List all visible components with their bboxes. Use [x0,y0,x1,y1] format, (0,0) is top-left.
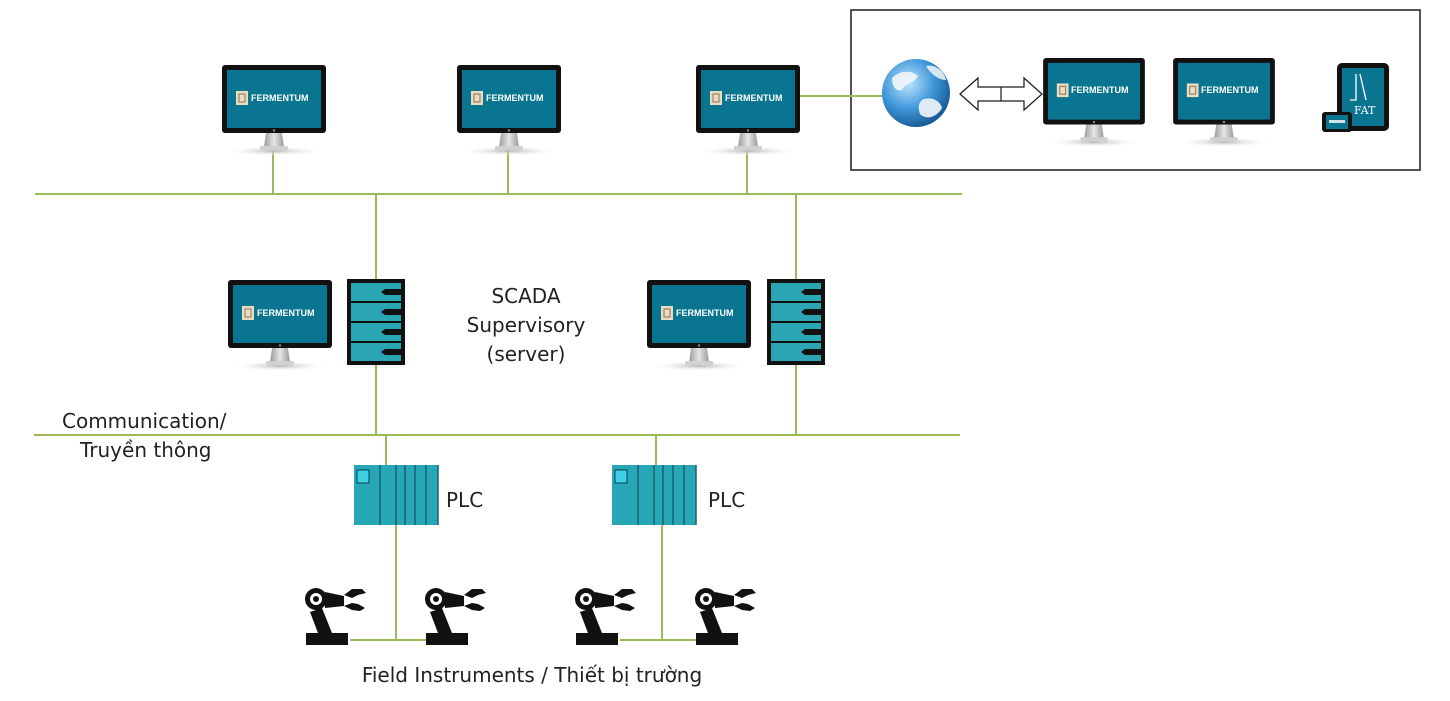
client-monitor-3: FERMENTUM [695,64,801,157]
plc-left-label: PLC [446,488,483,512]
internet-globe [882,59,950,127]
globe-icon [882,59,950,127]
communication-label: Communication/ Truyền thông [62,409,227,462]
client-monitor-1: FERMENTUM [221,64,327,157]
scada-label-line-1: SCADA [491,284,560,308]
remote-monitor-1: FERMENTUM [1042,57,1146,148]
monitor-icon [646,279,752,372]
monitor-icon [456,64,562,157]
field-instruments-label: Field Instruments / Thiết bị trường [362,663,702,687]
scada-monitor-left: FERMENTUM [227,279,333,372]
monitor-brand-label: FERMENTUM [486,93,544,103]
scada-label-line-2: Supervisory [467,313,586,337]
scada-label: SCADA Supervisory (server) [467,284,586,366]
client-monitor-2: FERMENTUM [456,64,562,157]
monitor-icon [1172,57,1276,148]
monitor-icon [1042,57,1146,148]
monitor-brand-label: FERMENTUM [1071,85,1129,95]
remote-access-frame [850,9,1421,171]
tablet-label: FAT [1354,104,1376,117]
plc-rack-icon [353,464,439,526]
server-rack-icon [767,279,825,365]
monitor-brand-label: FERMENTUM [725,93,783,103]
robot-arm-icon [575,588,636,645]
monitor-icon [221,64,327,157]
double-arrow-icon [959,76,1043,112]
remote-monitor-2: FERMENTUM [1172,57,1276,148]
remote-tablet: FAT [1322,63,1389,132]
communication-label-line-2: Truyền thông [79,438,211,462]
server-rack-icon [347,279,405,365]
network-lines [34,95,962,641]
robot-arm-icon [695,588,756,645]
communication-label-line-1: Communication/ [62,409,227,433]
monitor-brand-label: FERMENTUM [676,308,734,318]
monitor-brand-label: FERMENTUM [257,308,315,318]
scada-monitor-right: FERMENTUM [646,279,752,372]
plc-rack-icon [611,464,697,526]
scada-label-line-3: (server) [487,342,566,366]
monitor-icon [227,279,333,372]
monitor-brand-label: FERMENTUM [1201,85,1259,95]
monitor-icon [695,64,801,157]
monitor-brand-label: FERMENTUM [251,93,309,103]
plc-right-label: PLC [708,488,745,512]
robot-arm-icon [425,588,486,645]
robot-arm-icon [305,588,366,645]
